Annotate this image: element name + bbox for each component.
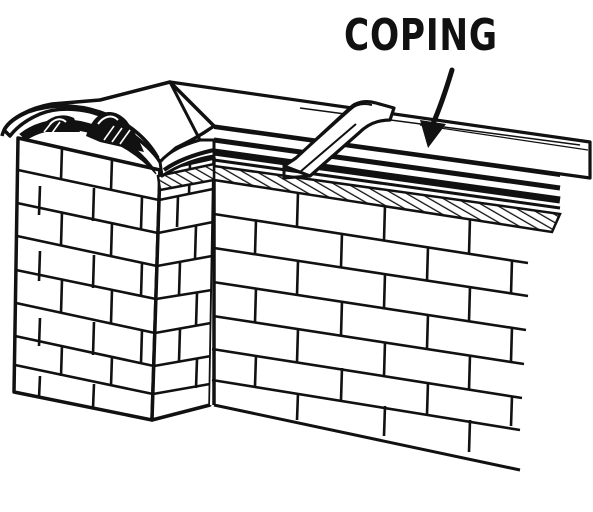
- pier-side-face: [150, 156, 216, 422]
- pier-cap: [0, 80, 216, 178]
- wall-coping: [168, 80, 592, 210]
- coping-pointer-arrow: [420, 67, 455, 148]
- coping-cross-piece: [282, 100, 396, 180]
- wall-face: [210, 178, 560, 478]
- coping-label: COPING: [344, 10, 498, 61]
- pier-front-face: [12, 136, 162, 422]
- mortar-bed: [156, 162, 562, 234]
